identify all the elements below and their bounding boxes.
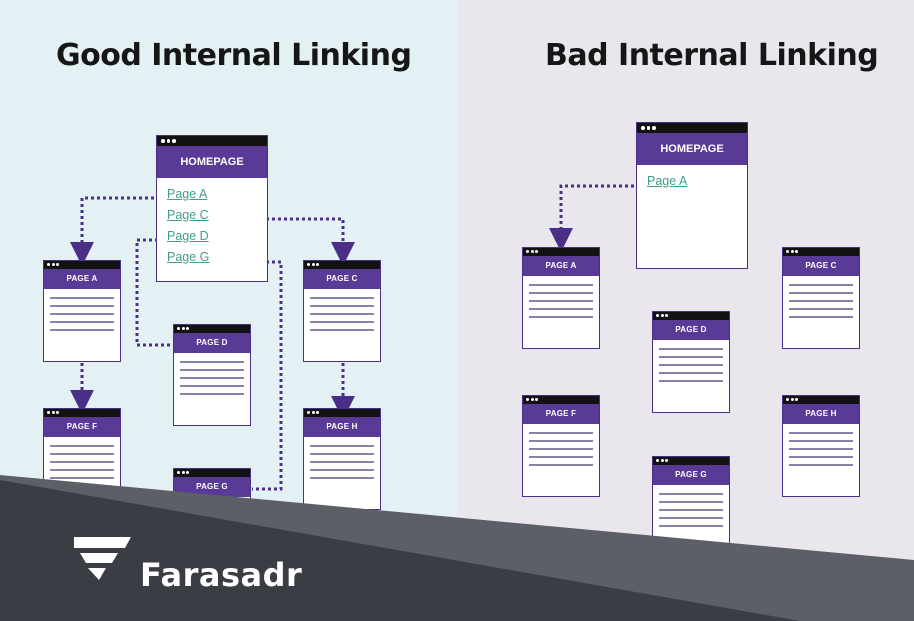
connector-home-to-page-a [70,196,166,266]
bad-page-a-card: PAGE A [522,247,600,349]
homepage-title: HOMEPAGE [157,146,267,178]
good-page-d-card: PAGE D [173,324,251,426]
good-page-h-card: PAGE H [303,408,381,510]
good-page-c-card: PAGE C [303,260,381,362]
good-page-a-card: PAGE A [43,260,121,362]
bad-linking-heading: Bad Internal Linking [545,38,879,73]
bad-page-f-card: PAGE F [522,395,600,497]
connector-home-to-page-d [135,238,173,347]
page-title: PAGE C [783,256,859,276]
page-title: PAGE A [523,256,599,276]
page-title: PAGE F [523,404,599,424]
page-title: PAGE H [304,417,380,437]
page-title: PAGE G [653,465,729,485]
bad-page-g-card: PAGE G [652,456,730,558]
footer-dark-band [0,480,800,621]
bad-page-h-card: PAGE H [782,395,860,497]
page-title: PAGE G [174,477,250,497]
bad-homepage-card: HOMEPAGE Page A [636,122,748,269]
bad-page-c-card: PAGE C [782,247,860,349]
link-page-g[interactable]: Page G [167,250,210,264]
brand-name: Farasadr [140,556,303,594]
connector-bad-home-to-page-a [549,184,646,252]
good-homepage-card: HOMEPAGE Page A Page C Page D Page G [156,135,268,282]
link-page-a[interactable]: Page A [647,174,688,188]
page-title: PAGE H [783,404,859,424]
page-title: PAGE F [44,417,120,437]
link-page-c[interactable]: Page C [167,208,209,222]
page-title: PAGE D [174,333,250,353]
farasadr-logo-icon [74,537,131,580]
connector-home-to-page-g [212,260,283,491]
page-title: PAGE C [304,269,380,289]
link-page-a[interactable]: Page A [167,187,208,201]
bad-page-d-card: PAGE D [652,311,730,413]
link-page-d[interactable]: Page D [167,229,209,243]
homepage-title: HOMEPAGE [637,133,747,165]
browser-bar [157,136,267,146]
page-title: PAGE D [653,320,729,340]
good-linking-heading: Good Internal Linking [56,38,412,73]
page-title: PAGE A [44,269,120,289]
browser-bar [637,123,747,133]
